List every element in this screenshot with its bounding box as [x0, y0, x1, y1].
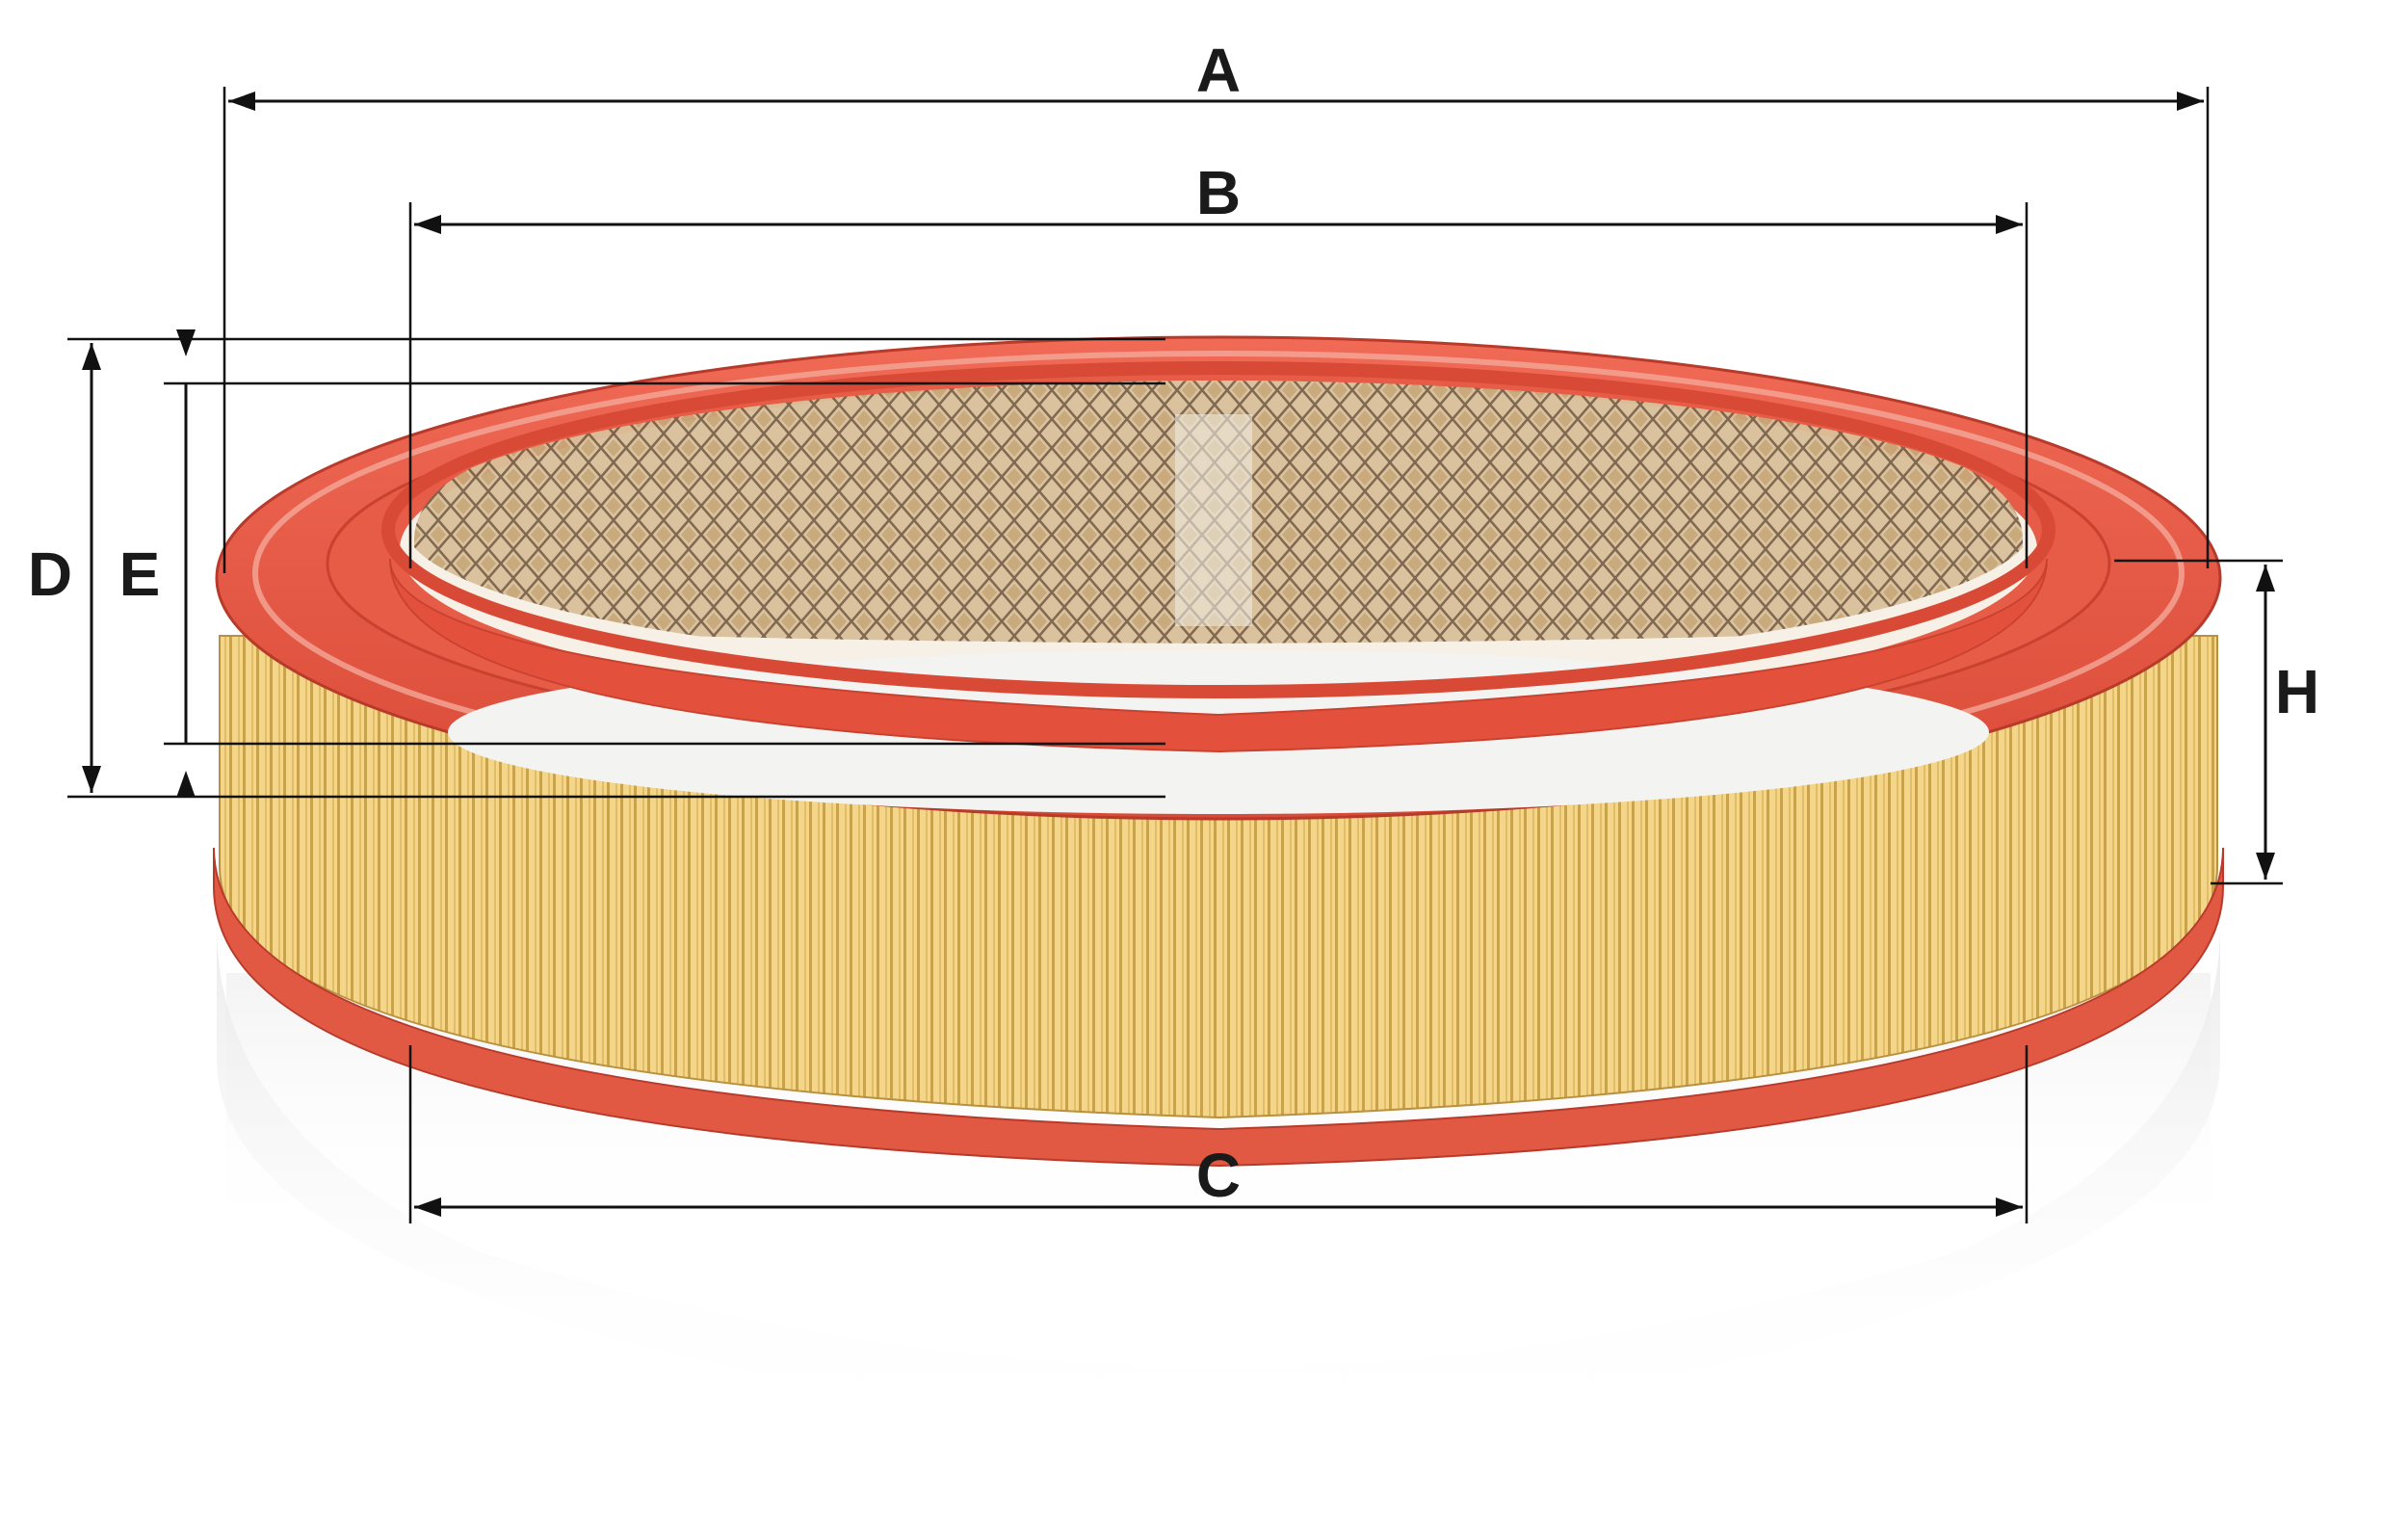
- arrowhead-a-left-b: [414, 215, 441, 234]
- dimension-label-d: D: [28, 539, 72, 609]
- arrowhead-d-bottom: [82, 766, 101, 793]
- arrowhead-a-right: [2177, 92, 2204, 111]
- arrowhead-h-bottom: [2256, 853, 2275, 880]
- arrowhead-h-top: [2256, 565, 2275, 592]
- dimension-lines: [67, 87, 2283, 1223]
- dimension-label-e: E: [119, 539, 161, 609]
- dimension-label-c: C: [1196, 1141, 1241, 1210]
- arrowhead-b-right: [1996, 215, 2023, 234]
- arrowhead-e-bottom: [176, 771, 196, 798]
- arrowhead-a-left: [228, 92, 255, 111]
- dimension-label-h: H: [2275, 657, 2319, 726]
- arrowhead-d-top: [82, 343, 101, 370]
- arrowhead-e-top: [176, 329, 196, 356]
- filter-bottom-seal: [213, 847, 2224, 1168]
- dimension-label-b: B: [1196, 158, 1241, 227]
- arrowhead-c-left: [414, 1197, 441, 1217]
- filter-inner-lip: [381, 361, 2055, 753]
- arrowhead-c-right: [1996, 1197, 2023, 1217]
- dimension-label-a: A: [1196, 36, 1241, 105]
